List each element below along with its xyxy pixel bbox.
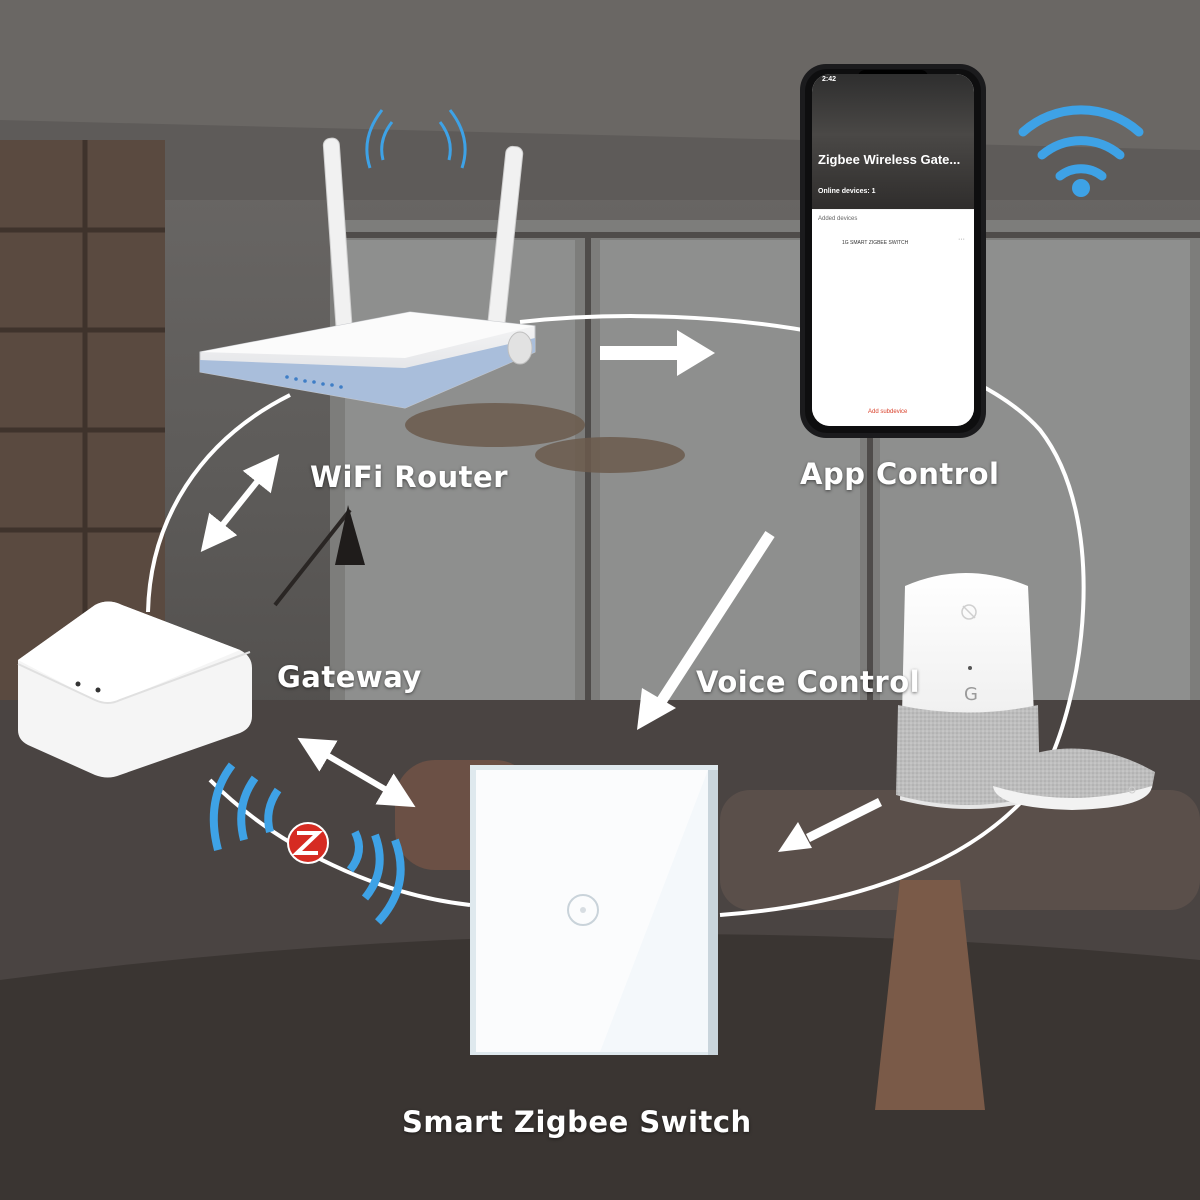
label-app-control: App Control (800, 457, 1000, 491)
arrow-speaker-to-switch (778, 797, 883, 852)
zigbee-signal-icon (209, 762, 405, 925)
phone-added-devices-heading: Added devices (818, 216, 858, 222)
touch-button-icon (567, 894, 599, 926)
mic-mute-icon (961, 604, 977, 620)
smart-speaker-mini-device (990, 748, 1155, 810)
smart-speaker-device: G (896, 573, 1040, 809)
phone-device-more-button[interactable]: ··· (958, 236, 965, 243)
label-gateway: Gateway (277, 660, 422, 694)
google-g-icon: G (964, 684, 978, 705)
phone-app-title: Zigbee Wireless Gate... (818, 152, 961, 167)
arrow-gateway-switch (297, 737, 416, 808)
wifi-router-device (199, 137, 536, 409)
phone-status-time: 2:42 (822, 76, 837, 83)
phone-header: 2:42 Zigbee Wireless Gate... Online devi… (812, 74, 974, 209)
wifi-icon (1018, 105, 1144, 197)
arrow-app-to-switch (637, 531, 775, 730)
phone-add-subdevice-button[interactable]: Add subdevice (868, 409, 908, 415)
label-wifi-router: WiFi Router (310, 460, 509, 494)
phone-screen: 2:42 Zigbee Wireless Gate... Online devi… (812, 74, 974, 426)
zigbee-logo-icon (287, 822, 329, 864)
phone-device-item[interactable]: 1G SMART ZIGBEE SWITCH (842, 240, 909, 246)
phone-device-list: Added devices 1G SMART ZIGBEE SWITCH ···… (812, 210, 974, 426)
double-arrows (200, 453, 416, 808)
arrow-router-to-app (600, 330, 715, 376)
smart-switch-device (470, 765, 718, 1055)
label-voice-control: Voice Control (696, 665, 921, 699)
flow-arrows (600, 330, 883, 852)
label-smart-zigbee-switch: Smart Zigbee Switch (402, 1105, 752, 1139)
router-signal-icon (365, 109, 467, 169)
arrow-router-gateway (200, 453, 280, 553)
phone-online-devices: Online devices: 1 (818, 188, 876, 195)
zigbee-gateway-device (17, 601, 252, 778)
